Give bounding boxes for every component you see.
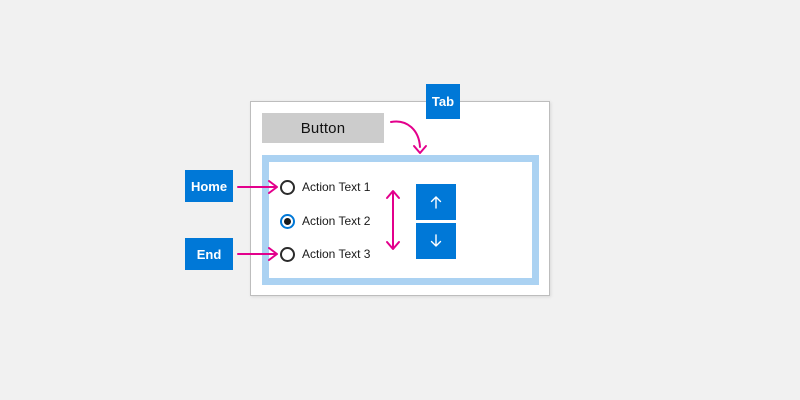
radio-selected-dot: [284, 217, 291, 225]
down-button[interactable]: [416, 223, 456, 259]
key-label-end: End: [185, 238, 233, 270]
key-label-end-text: End: [196, 246, 222, 262]
key-label-tab-text: Tab: [431, 94, 455, 109]
key-label-home-text: Home: [190, 178, 228, 194]
radio-option-label: Action Text 2: [302, 214, 371, 228]
radio-input[interactable]: [280, 179, 295, 195]
radio-option[interactable]: Action Text 2: [280, 213, 370, 229]
radio-option-label: Action Text 1: [302, 180, 371, 194]
radio-input[interactable]: [280, 246, 295, 262]
arrow-up-icon: [430, 196, 442, 209]
radio-group-panel: [262, 155, 539, 285]
button[interactable]: Button: [262, 113, 384, 143]
key-label-tab: Tab: [426, 84, 460, 119]
up-button[interactable]: [416, 184, 456, 220]
radio-option[interactable]: Action Text 1: [280, 179, 370, 195]
button-label: Button: [300, 119, 346, 137]
key-label-home: Home: [185, 170, 233, 202]
radio-option[interactable]: Action Text 3: [280, 246, 370, 262]
arrow-down-icon: [430, 234, 442, 247]
radio-option-label: Action Text 3: [302, 247, 371, 261]
radio-input-selected[interactable]: [280, 213, 295, 229]
